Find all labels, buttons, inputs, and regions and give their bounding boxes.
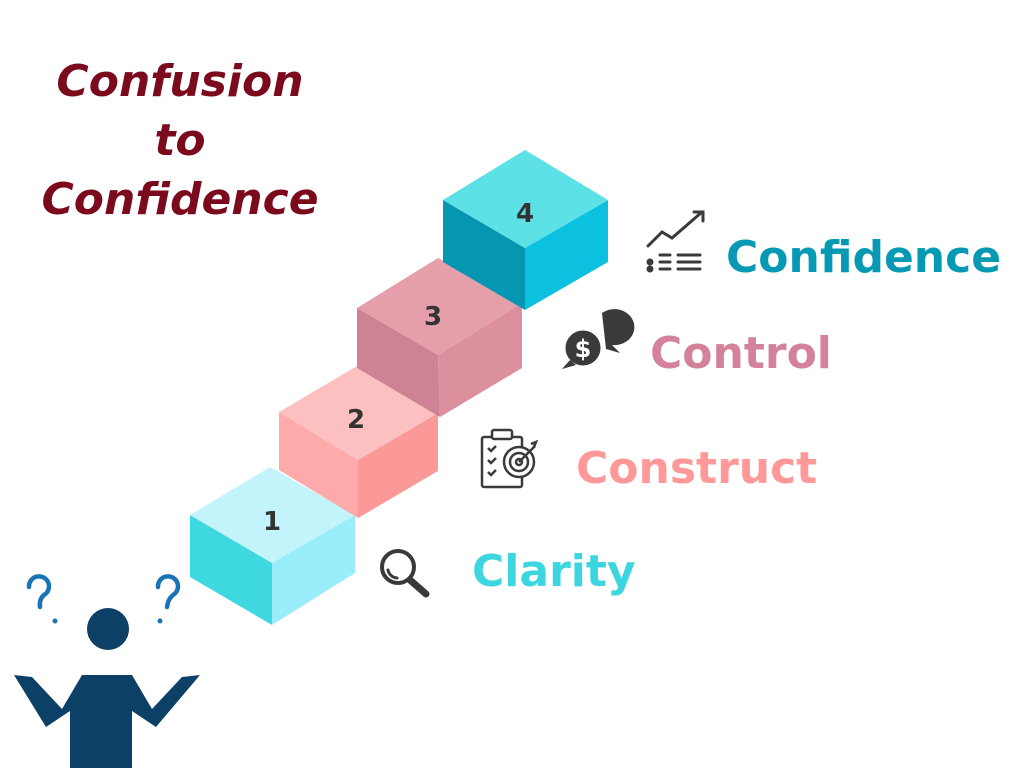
step-cube-2: 2 — [279, 366, 438, 518]
step-label-construct: Construct — [576, 443, 818, 494]
step-label-clarity: Clarity — [472, 546, 636, 597]
title-line-1: Confusion — [56, 56, 304, 107]
diagram-title: Confusion to Confidence — [20, 52, 340, 229]
step-number-1: 1 — [263, 507, 281, 537]
step-label-confidence: Confidence — [726, 232, 1002, 283]
svg-text:$: $ — [575, 335, 592, 363]
step-number-2: 2 — [347, 405, 365, 435]
clipboard-target-icon — [480, 428, 539, 489]
step-cube-1: 1 — [190, 467, 355, 625]
confused-person-icon — [14, 574, 200, 768]
step-label-control: Control — [650, 328, 832, 379]
money-chat-icon: $ — [562, 309, 635, 369]
growth-chart-icon — [646, 210, 705, 273]
step-number-4: 4 — [516, 199, 534, 229]
title-line-2: to — [154, 115, 206, 166]
step-number-3: 3 — [424, 302, 442, 332]
magnifier-icon — [380, 549, 430, 598]
step-cube-4: 4 — [443, 150, 608, 310]
title-line-3: Confidence — [41, 174, 319, 225]
